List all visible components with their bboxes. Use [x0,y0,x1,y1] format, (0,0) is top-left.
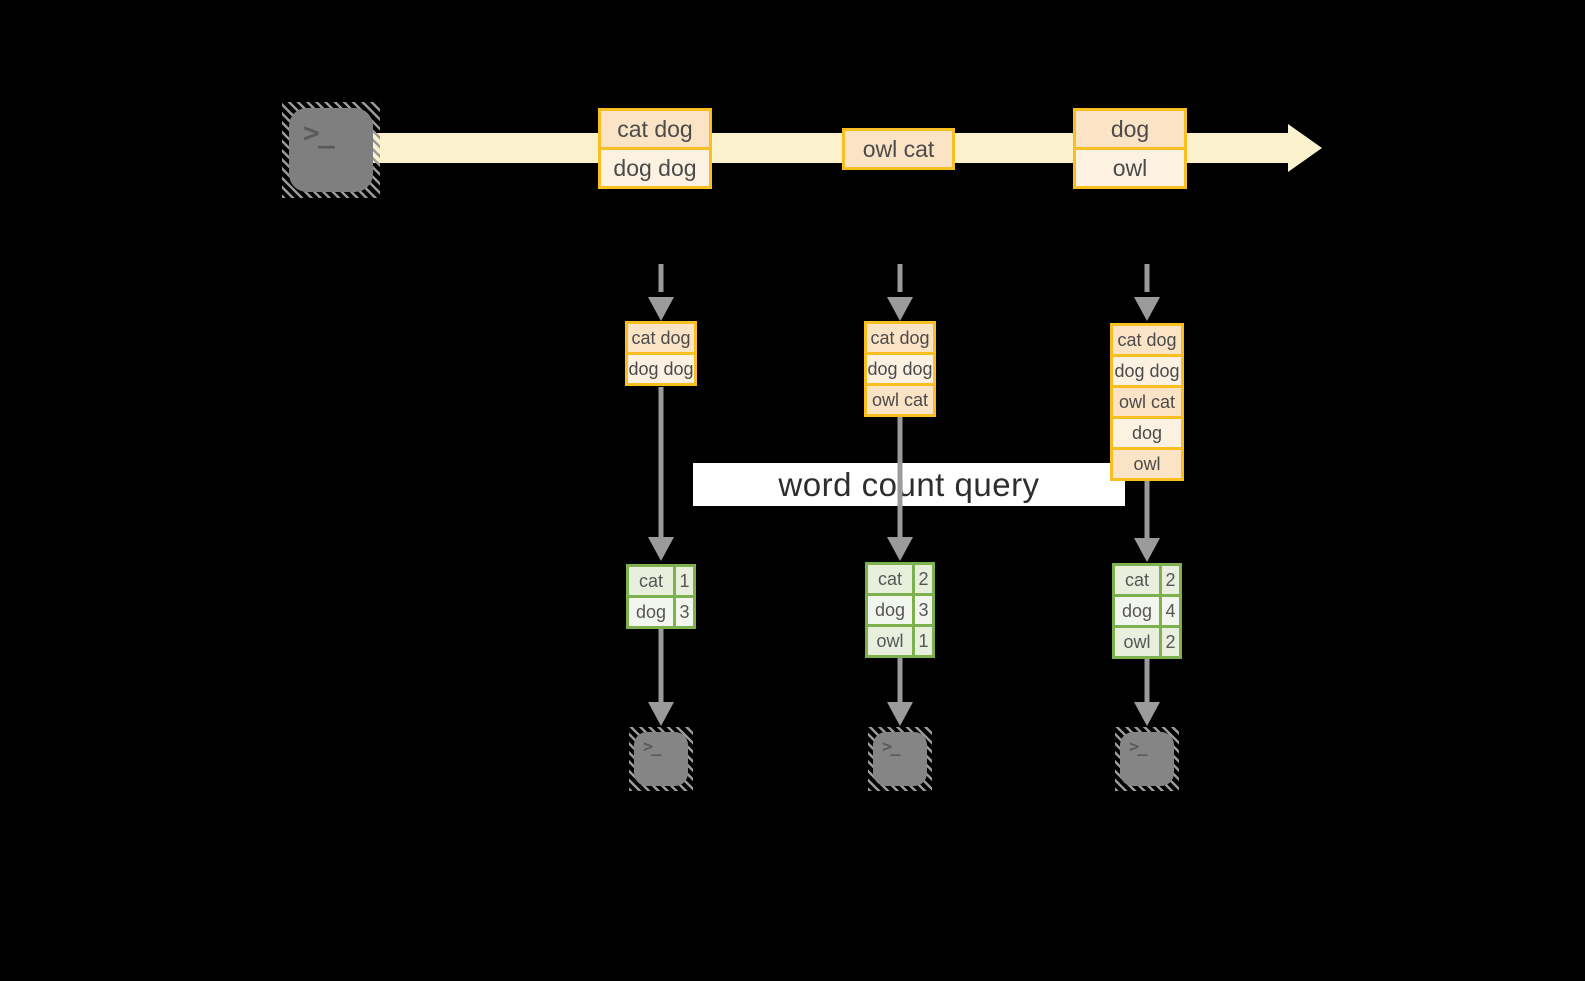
source-terminal-icon: >_ [282,102,380,198]
dashed-arrowhead-icon [887,297,913,321]
count-cell: 2 [915,565,932,593]
buffer-line: dog [1113,419,1181,447]
buffer-stack-2: cat dog dog dog owl cat [864,321,936,417]
stream-record-3: dog owl [1073,108,1187,189]
stream-record-2: owl cat [842,128,955,170]
count-cell: 1 [915,627,932,655]
buffer-line: owl [1113,450,1181,478]
count-cell: 1 [676,567,693,595]
buffer-line: cat dog [867,324,933,352]
arrowhead-icon [887,537,913,561]
terminal-prompt-icon: >_ [643,737,662,757]
record-line: cat dog [601,111,709,147]
count-cell: 3 [915,596,932,624]
word-count-query-banner: word count query [693,463,1125,506]
buffer-line: owl cat [867,386,933,414]
arrowhead-icon [648,702,674,726]
terminal-square: >_ [873,732,927,786]
word-cell: dog [629,598,673,626]
count-table-3: cat 2 dog 4 owl 2 [1112,563,1182,659]
output-terminal-icon-3: >_ [1115,727,1179,791]
terminal-square: >_ [289,108,373,192]
buffer-line: dog dog [1113,357,1181,385]
arrowhead-icon [648,537,674,561]
buffer-line: owl cat [1113,388,1181,416]
buffer-stack-3: cat dog dog dog owl cat dog owl [1110,323,1184,481]
stream-record-1: cat dog dog dog [598,108,712,189]
buffer-line: cat dog [1113,326,1181,354]
terminal-prompt-icon: >_ [882,737,901,757]
arrowhead-icon [887,702,913,726]
arrowhead-icon [1134,538,1160,562]
word-cell: cat [1115,566,1159,594]
buffer-stack-1: cat dog dog dog [625,321,697,386]
record-line: dog dog [601,150,709,186]
word-cell: dog [868,596,912,624]
record-line: dog [1076,111,1184,147]
record-line: owl cat [845,131,952,167]
count-cell: 4 [1162,597,1179,625]
arrowhead-icon [1134,702,1160,726]
count-cell: 2 [1162,628,1179,656]
buffer-line: cat dog [628,324,694,352]
word-cell: dog [1115,597,1159,625]
dashed-arrowhead-icon [648,297,674,321]
word-cell: owl [1115,628,1159,656]
output-terminal-icon-1: >_ [629,727,693,791]
output-terminal-icon-2: >_ [868,727,932,791]
word-cell: owl [868,627,912,655]
buffer-line: dog dog [628,355,694,383]
count-table-1: cat 1 dog 3 [626,564,696,629]
terminal-prompt-icon: >_ [1129,737,1148,757]
count-cell: 2 [1162,566,1179,594]
record-line: owl [1076,150,1184,186]
stream-arrowhead-icon [1288,124,1322,172]
buffer-line: dog dog [867,355,933,383]
terminal-square: >_ [1120,732,1174,786]
word-cell: cat [868,565,912,593]
terminal-prompt-icon: >_ [303,116,335,149]
banner-label: word count query [778,465,1040,503]
dashed-arrowhead-icon [1134,297,1160,321]
count-table-2: cat 2 dog 3 owl 1 [865,562,935,658]
terminal-square: >_ [634,732,688,786]
count-cell: 3 [676,598,693,626]
word-cell: cat [629,567,673,595]
